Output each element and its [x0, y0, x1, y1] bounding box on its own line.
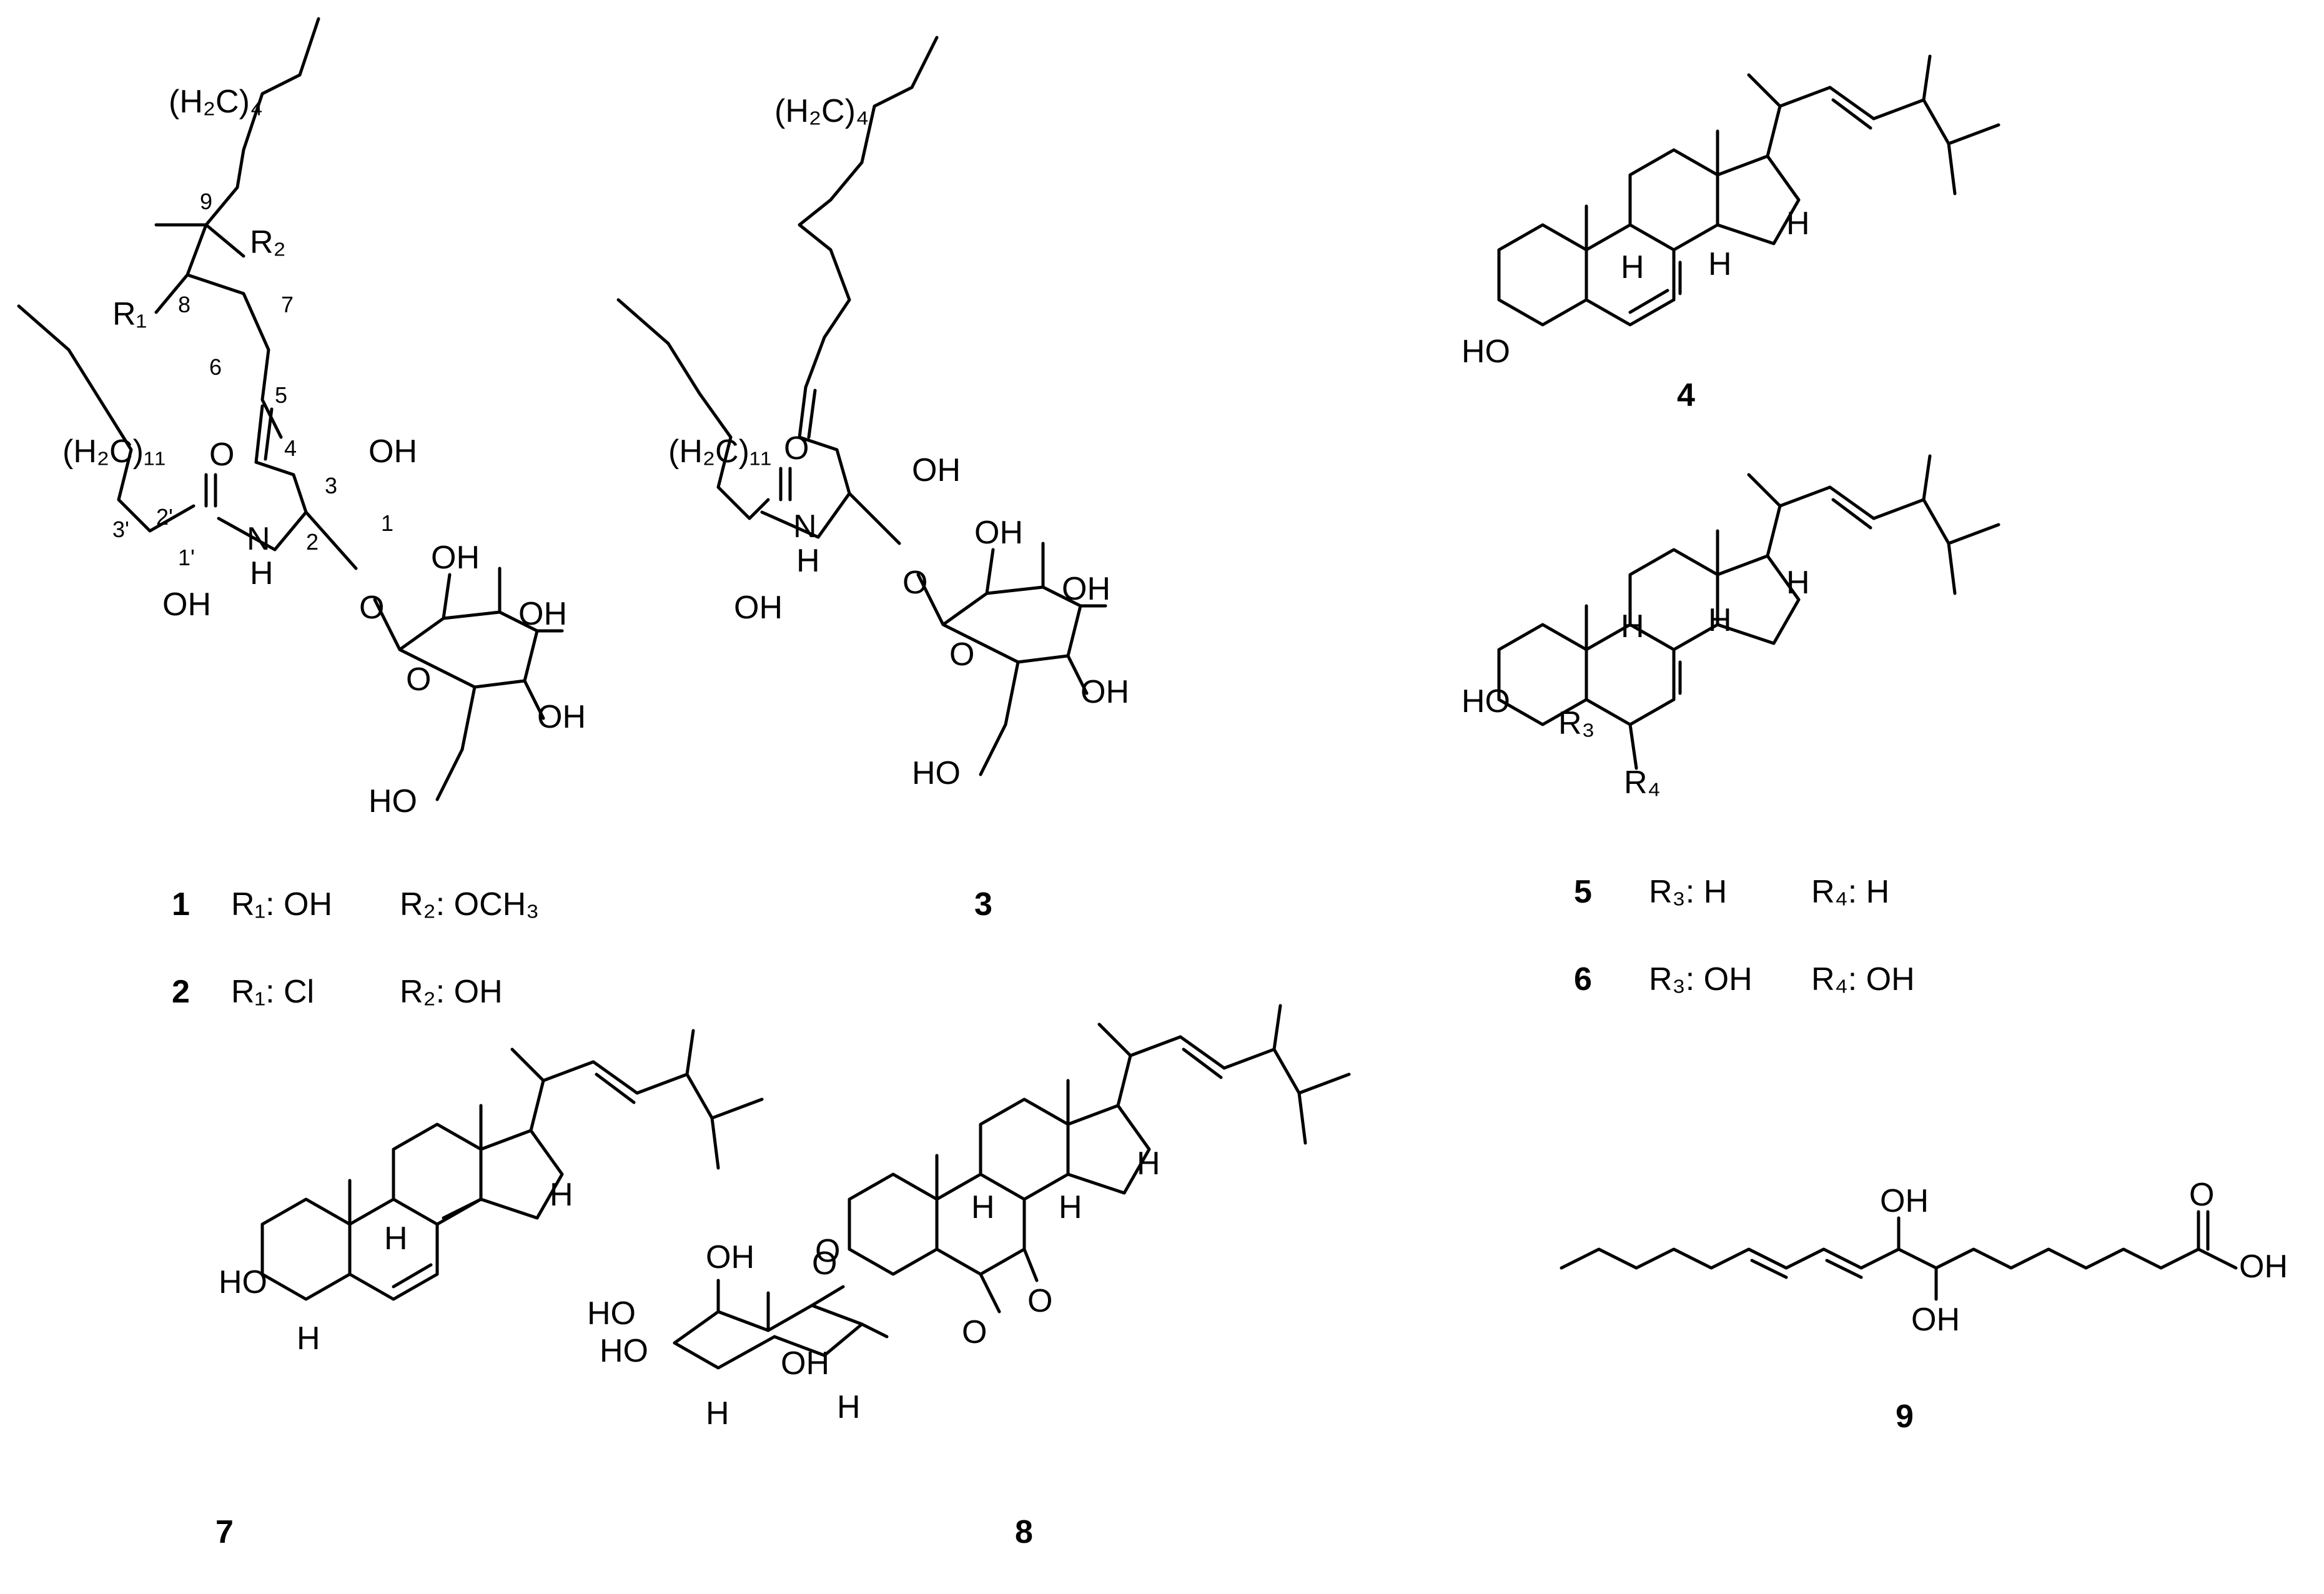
h-14-4: H	[1708, 246, 1732, 282]
compound-8-structure: O O H H H O	[815, 1006, 1349, 1350]
r1-label: R₁	[112, 296, 147, 332]
locant-4: 4	[284, 435, 297, 461]
compound-5-r4: R₄: H	[1811, 874, 1889, 910]
compound-id-2: 2	[172, 974, 190, 1010]
compound-labels: 1 R₁: OH R₂: OCH₃ 2 R₁: Cl R₂: OH 3 4 5 …	[172, 377, 1915, 1550]
oh-c3: OH	[368, 433, 417, 470]
ho-7: HO	[219, 1264, 267, 1300]
compound-6-r4: R₄: OH	[1811, 961, 1915, 997]
compound-9-structure: OH OH O OH	[1560, 1177, 2288, 1338]
oh-c2p: OH	[162, 587, 211, 623]
compound-1-2-structure: (H₂C)₄ 9 R₂ R₁ 8 7 6 5 4 OH 3 2 1 (H₂C)₁…	[17, 17, 586, 819]
compound-5-r3: R₃: H	[1649, 874, 1727, 910]
oh-c3-3: OH	[912, 452, 961, 488]
acid-o: O	[2189, 1177, 2214, 1213]
locant-3: 3	[325, 473, 337, 498]
h-14-5: H	[1708, 602, 1732, 638]
glycosidic-o: O	[359, 590, 384, 626]
sugar8-oh-3: OH	[781, 1345, 829, 1382]
ho-5: HO	[1461, 683, 1510, 720]
sugar8-h-1: H	[706, 1395, 729, 1432]
sugar-oh-3: OH	[518, 596, 567, 632]
sugar8-ho-1: HO	[587, 1295, 636, 1332]
locant-7: 7	[281, 292, 294, 317]
locant-1p: 1'	[178, 545, 195, 570]
locant-6: 6	[209, 354, 222, 380]
h-17-4: H	[1786, 205, 1810, 242]
h-9-7: H	[384, 1220, 408, 1257]
sugar-oh-2: OH	[431, 540, 480, 576]
h-17-8: H	[1137, 1146, 1160, 1182]
h-5-7: H	[297, 1320, 320, 1357]
h-17-7: H	[550, 1177, 573, 1213]
oh-c2p-3: OH	[734, 590, 783, 626]
locant-2: 2	[306, 529, 319, 555]
sugar-oh-4-3: OH	[1080, 674, 1129, 710]
amide-o-3: O	[784, 430, 809, 467]
glycosidic-o-3: O	[902, 565, 927, 601]
sugar8-h-2: H	[837, 1389, 861, 1425]
compound-8-sugar: OH HO HO OH O H H	[587, 1239, 889, 1432]
compound-id-5: 5	[1574, 874, 1592, 910]
oh-9-b: OH	[1911, 1302, 1960, 1338]
locant-3p: 3'	[112, 517, 129, 542]
sugar8-ring-o: O	[812, 1245, 837, 1282]
compound-id-1: 1	[172, 886, 190, 923]
sugar-ho-6: HO	[368, 783, 417, 819]
locant-2p: 2'	[156, 504, 173, 530]
amide-h: H	[250, 555, 274, 592]
ring-o: O	[406, 661, 431, 698]
h-17-5: H	[1786, 565, 1810, 601]
sugar8-oh-6: OH	[706, 1239, 754, 1275]
ring-o-3: O	[949, 636, 974, 673]
peroxide-o-2: O	[962, 1314, 987, 1350]
locant-5: 5	[275, 382, 287, 408]
compound-2-r1: R₁: Cl	[231, 974, 314, 1010]
ch2-11-label: (H₂C)₁₁	[62, 433, 166, 470]
sugar-oh-3-3: OH	[1062, 571, 1110, 607]
compound-5-6-structure: HO R₃ R₄ H H H	[1461, 456, 1999, 801]
acid-oh: OH	[2239, 1249, 2288, 1285]
locant-8: 8	[178, 292, 190, 317]
ho-4: HO	[1461, 334, 1510, 370]
h-9-5: H	[1621, 608, 1644, 645]
sugar-ho-6-3: HO	[912, 755, 961, 791]
locant-9: 9	[200, 189, 212, 214]
compound-2-r2: R₂: OH	[400, 974, 503, 1010]
compound-3-structure: (H₂C)₄ OH (H₂C)₁₁ O N H OH O OH OH OH O …	[616, 36, 1129, 791]
compound-1-r1: R₁: OH	[231, 886, 332, 923]
compound-6-r3: R₃: OH	[1649, 961, 1753, 997]
oh-9-a: OH	[1880, 1183, 1929, 1219]
compound-4-structure: HO H H H	[1461, 56, 1999, 370]
peroxide-o-1: O	[1027, 1283, 1052, 1319]
r2-label: R₂	[250, 224, 286, 260]
compound-id-9: 9	[1896, 1398, 1914, 1435]
h-9-8: H	[971, 1189, 995, 1225]
r3-label: R₃	[1558, 705, 1595, 741]
h-14-8: H	[1059, 1189, 1082, 1225]
h-9-4: H	[1621, 249, 1644, 285]
ch2-11-label-3: (H₂C)₁₁	[668, 433, 771, 470]
locant-1: 1	[381, 510, 393, 536]
amide-n-3: N	[793, 508, 817, 545]
compound-id-8: 8	[1015, 1514, 1033, 1550]
compound-id-4: 4	[1677, 377, 1695, 413]
amide-h-3: H	[796, 543, 820, 579]
amide-n: N	[247, 521, 270, 557]
amide-o: O	[209, 437, 234, 473]
sugar8-ho-2: HO	[600, 1333, 648, 1369]
glycosidic-o-8: O	[815, 1233, 840, 1269]
sugar-oh-4: OH	[537, 699, 586, 735]
compound-id-6: 6	[1574, 961, 1592, 997]
r4-label: R₄	[1624, 765, 1661, 801]
compound-7-structure: HO H H H	[219, 1031, 762, 1357]
compound-id-3: 3	[974, 886, 992, 923]
compound-1-r2: R₂: OCH₃	[400, 886, 539, 923]
ch2-4-label-3: (H₂C)₄	[774, 93, 869, 129]
ch2-4-label: (H₂C)₄	[169, 84, 263, 120]
compound-id-7: 7	[215, 1514, 234, 1550]
sugar-oh-2-3: OH	[974, 515, 1023, 551]
